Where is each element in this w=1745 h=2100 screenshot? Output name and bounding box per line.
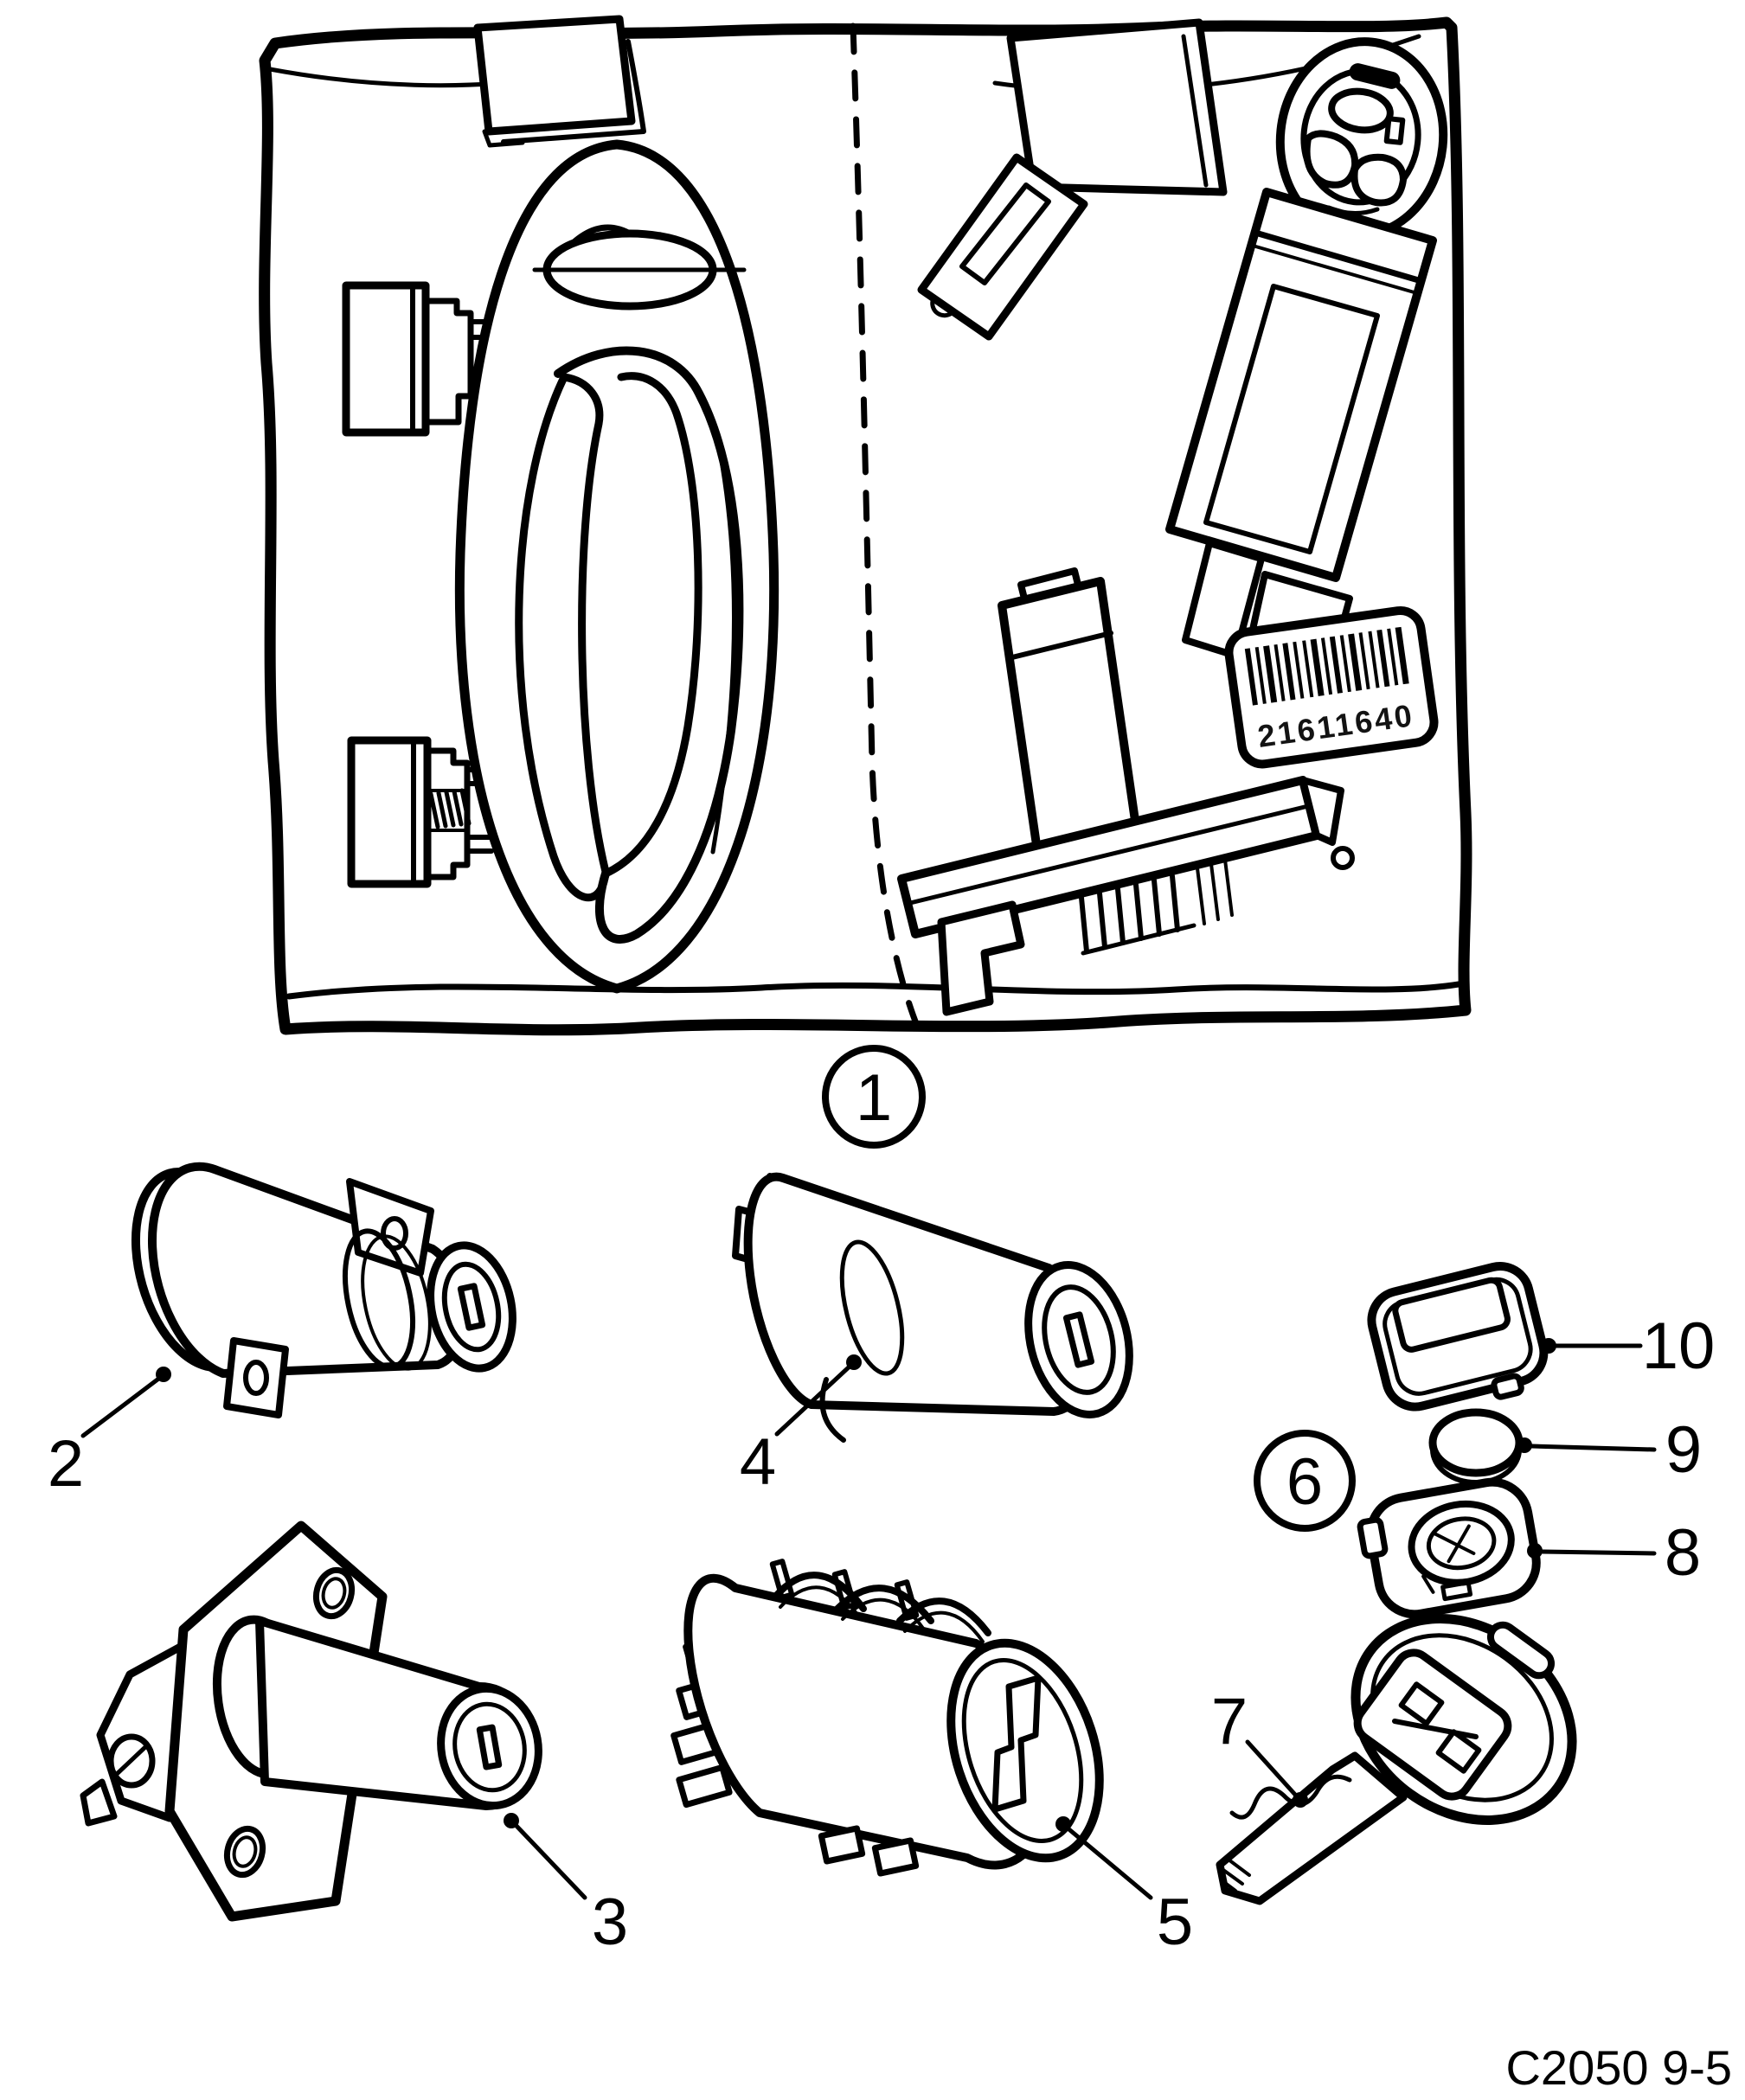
box-remote-fob [1275,37,1448,240]
callout-6-label: 6 [1286,1445,1323,1519]
leader-line-4 [774,1362,854,1437]
callout-7-label: 7 [1211,1685,1248,1758]
fob-right-button [1350,153,1407,207]
callout-1-badge [822,1045,926,1149]
callout-10-label: 10 [1642,1309,1716,1383]
part-3-flanged-lock-cylinder: 3 [80,1521,628,1959]
box-plate-right [1006,18,1228,196]
part-8-fob-back-housing: 8 [1357,1477,1701,1619]
leader-dot-7 [1293,1792,1308,1808]
leader-dot-5 [1055,1816,1071,1832]
part-4-lock-cylinder: 4 [732,1172,1133,1499]
part-5-tumbler-fins [769,1559,991,1643]
fob-logo-bar [1349,63,1401,89]
figure-code: C2050 9-5 [1505,2040,1732,2095]
box-bottom-crease-line [285,981,1462,1000]
assembly-l-bracket [937,900,1025,1016]
callout-9-label: 9 [1665,1413,1702,1487]
leader-dot-3 [504,1813,519,1828]
connector-spring-coil [426,788,472,832]
part-4-keyhole [1062,1311,1095,1368]
leader-dot-4 [846,1354,862,1370]
box-transponder-module [917,153,1088,341]
callout-6-badge [1254,1430,1356,1532]
key-blade [1216,1751,1408,1905]
fob-center-button [1328,87,1394,134]
callout-3-label: 3 [592,1886,628,1959]
part-7-key: 7 [1211,1614,1577,1905]
part-10-fob-battery-cover: 10 [1367,1262,1716,1412]
leader-line-8 [1540,1549,1657,1556]
part-2-door-lock-cylinder: 2 [48,1162,516,1501]
handle-finger-opening [515,373,610,902]
barcode-bars [1244,626,1409,706]
leader-dot-8 [1527,1543,1543,1559]
leader-line-2 [80,1374,164,1438]
callout-6: 6 [1254,1430,1356,1532]
part-2-keyhole [457,1283,486,1331]
box-divider-dashed-line [850,22,921,1029]
fob-left-button [1303,130,1359,189]
box-card-left [473,15,646,148]
handle-lock-connector-bottom [347,736,499,888]
callout-2-label: 2 [48,1427,84,1501]
callout-8-label: 8 [1665,1516,1701,1590]
part-5-lock-barrel: 5 [670,1559,1193,1959]
leader-line-5 [1063,1824,1153,1900]
leader-line-9 [1530,1444,1657,1452]
barcode-label: 21611640 [1224,605,1439,769]
handle-highlight-crescent [710,423,736,855]
handle-grip-outer-edge [554,346,744,944]
key-blade-cuts [1229,1774,1352,1820]
part-3-keyhole [476,1724,503,1770]
leader-dot-9 [1517,1437,1532,1453]
leader-line-7 [1245,1739,1299,1798]
part-2-mounting-tab [223,1337,289,1418]
leader-dot-10 [1541,1338,1556,1354]
callout-4-label: 4 [740,1425,776,1499]
door-handle-drawing [454,139,779,994]
callout-1: 1 [822,1045,926,1149]
callout-5-label: 5 [1157,1886,1193,1959]
part-5-keyhole [991,1674,1042,1813]
leader-line-3 [511,1821,587,1900]
handle-grip-inner-edge [601,372,702,878]
callout-1-label: 1 [856,1061,892,1135]
box-steering-lock-assembly [897,567,1355,1016]
part-9-fob-battery: 9 [1428,1408,1702,1487]
leader-dot-2 [156,1367,171,1382]
